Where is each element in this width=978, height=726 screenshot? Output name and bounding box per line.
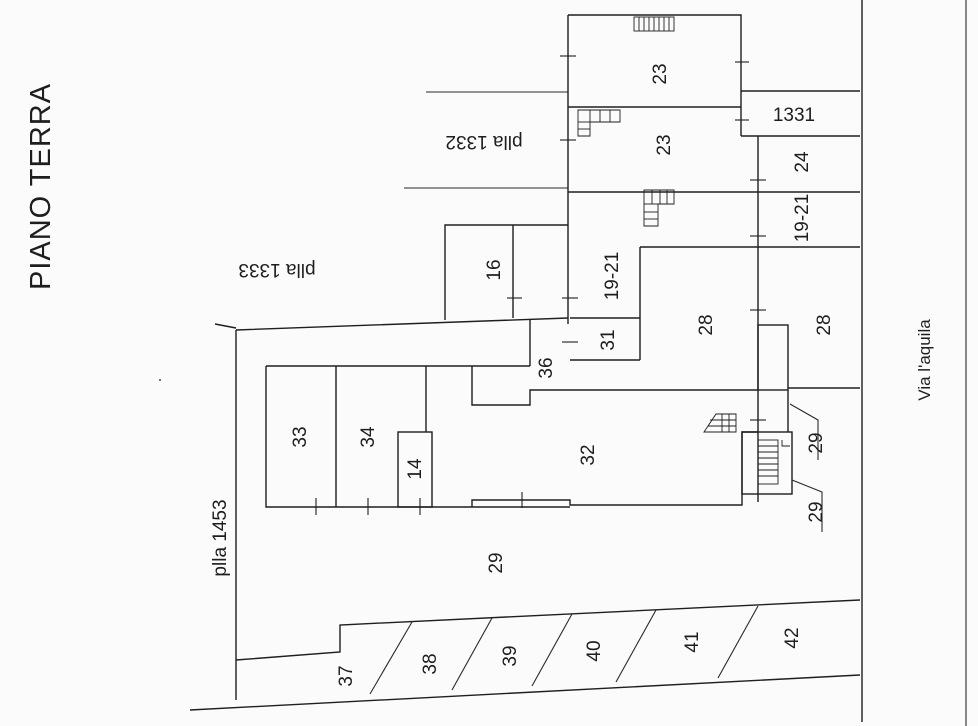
room-label: 28 xyxy=(696,314,717,335)
street-label: Via l'aquila xyxy=(915,319,934,401)
garage-front xyxy=(189,674,861,711)
room-label: 34 xyxy=(358,426,379,448)
speck xyxy=(159,379,161,381)
room-label: 42 xyxy=(782,627,803,648)
leader-29 xyxy=(791,479,823,532)
stair-icon xyxy=(577,109,621,137)
room-label: 14 xyxy=(405,458,426,480)
room-label: 16 xyxy=(484,259,505,280)
garage-divider xyxy=(451,617,493,691)
room-label: 28 xyxy=(814,314,835,335)
room-14 xyxy=(397,431,433,508)
room-label: 29 xyxy=(806,501,827,522)
room-label: 19-21 xyxy=(792,194,813,243)
room-label: 39 xyxy=(500,645,521,666)
wall-ticks xyxy=(315,55,766,515)
wall-32 xyxy=(471,366,758,406)
room-label: 23 xyxy=(654,134,675,155)
room-label: 19-21 xyxy=(602,252,623,301)
stair-icon xyxy=(757,439,790,485)
rooms-33-34 xyxy=(265,366,570,508)
room-label: 38 xyxy=(420,653,441,674)
garage-strip xyxy=(235,599,861,661)
wall-32-bottom xyxy=(471,431,758,507)
block-16 xyxy=(444,224,568,320)
stair-icon xyxy=(703,413,737,433)
parcel-label-1332: plla 1332 xyxy=(445,131,522,152)
parcel-label-1331: 1331 xyxy=(773,105,815,126)
room-label: 36 xyxy=(536,357,557,378)
wall xyxy=(214,323,237,329)
room-label: 29 xyxy=(486,552,507,573)
room-label: 29 xyxy=(806,432,827,453)
room-label: 32 xyxy=(578,444,599,465)
room-label: 33 xyxy=(290,426,311,447)
room-label: 37 xyxy=(336,665,357,686)
block-23-top xyxy=(567,14,742,324)
parcel-label-1453: plla 1453 xyxy=(210,499,231,576)
stair-icon xyxy=(633,16,675,32)
garage-divider xyxy=(369,621,413,695)
room-label: 24 xyxy=(792,151,813,173)
corridor xyxy=(757,324,789,391)
garage-divider xyxy=(717,605,759,679)
room-label: 41 xyxy=(682,631,703,652)
outer-wall xyxy=(235,317,569,700)
garage-divider xyxy=(531,613,573,687)
stair-enclosure xyxy=(741,431,793,495)
room-label: 23 xyxy=(650,63,671,84)
leader-29 xyxy=(789,403,819,460)
garage-divider xyxy=(615,609,657,683)
stair-icon xyxy=(643,189,675,227)
room-label: 31 xyxy=(598,329,619,350)
parcel-label-1333: plla 1333 xyxy=(238,259,315,280)
room-label: 40 xyxy=(584,640,605,661)
plan-title: PIANO TERRA xyxy=(25,83,57,290)
